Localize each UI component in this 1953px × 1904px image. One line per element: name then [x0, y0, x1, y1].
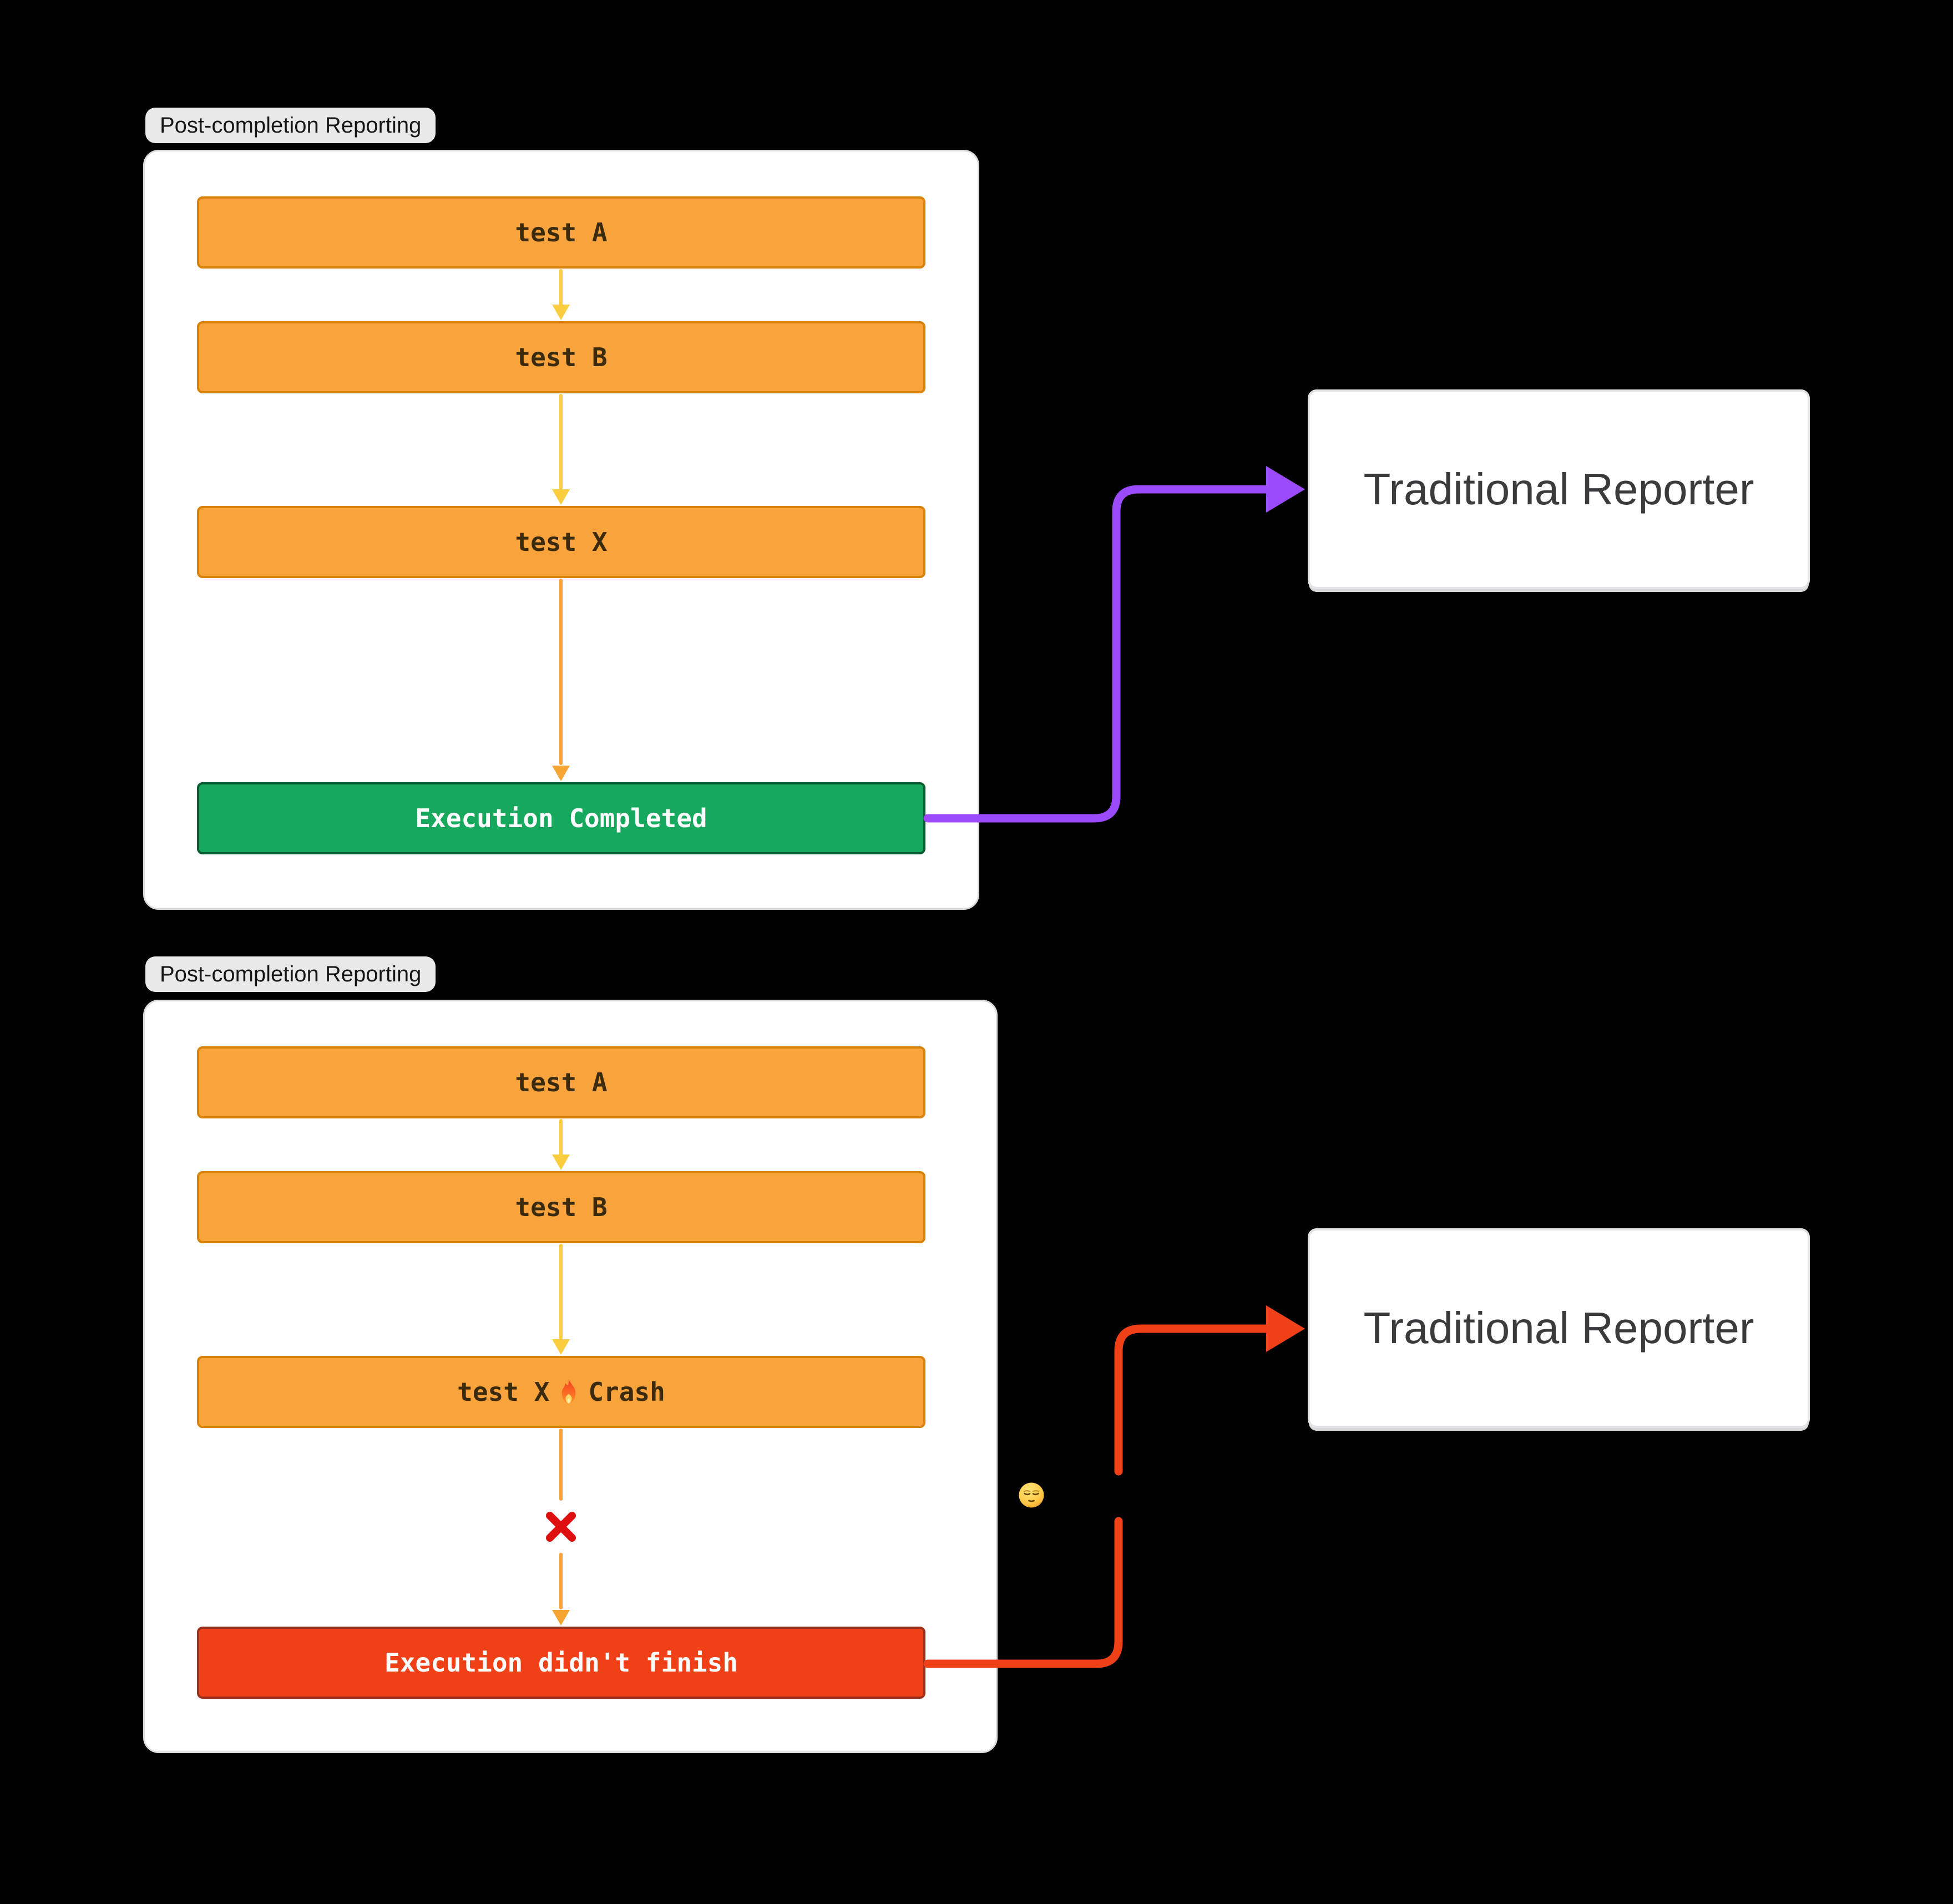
reporter-label: Traditional Reporter	[1363, 1303, 1754, 1353]
reporter-label: Traditional Reporter	[1363, 464, 1754, 514]
test-node: test B	[197, 321, 925, 393]
test-node-label: Crash	[588, 1377, 665, 1407]
edge-completed-reporter	[923, 485, 1276, 823]
test-node-label: test B	[515, 342, 608, 372]
terminal-node-label: Execution didn't finish	[384, 1648, 738, 1678]
traditional-reporter-card: Traditional Reporter	[1308, 1228, 1810, 1428]
test-node: test A	[197, 1046, 925, 1118]
fire-icon	[561, 1379, 576, 1404]
traditional-reporter-card: Traditional Reporter	[1308, 389, 1810, 589]
test-node: test A	[197, 196, 925, 269]
section-tag: Post-completion Reporting	[145, 956, 436, 992]
terminal-node-label: Execution Completed	[415, 803, 707, 833]
arrowhead-icon	[1266, 1305, 1305, 1352]
test-node-label: test A	[515, 1067, 608, 1097]
edge-fail-reporter-upper	[1114, 1324, 1276, 1476]
test-node-label: test X	[457, 1377, 550, 1407]
crash-test-node: test X Crash	[197, 1356, 925, 1428]
arrowhead-icon	[1266, 466, 1305, 513]
pensive-face-icon	[1019, 1482, 1044, 1508]
execution-completed-node: Execution Completed	[197, 782, 925, 854]
test-node-label: test B	[515, 1192, 608, 1222]
test-node-label: test A	[515, 217, 608, 247]
test-node-label: test X	[515, 527, 608, 557]
execution-didnt-finish-node: Execution didn't finish	[197, 1627, 925, 1699]
test-node: test X	[197, 506, 925, 578]
test-node: test B	[197, 1171, 925, 1243]
section-tag: Post-completion Reporting	[145, 108, 436, 143]
